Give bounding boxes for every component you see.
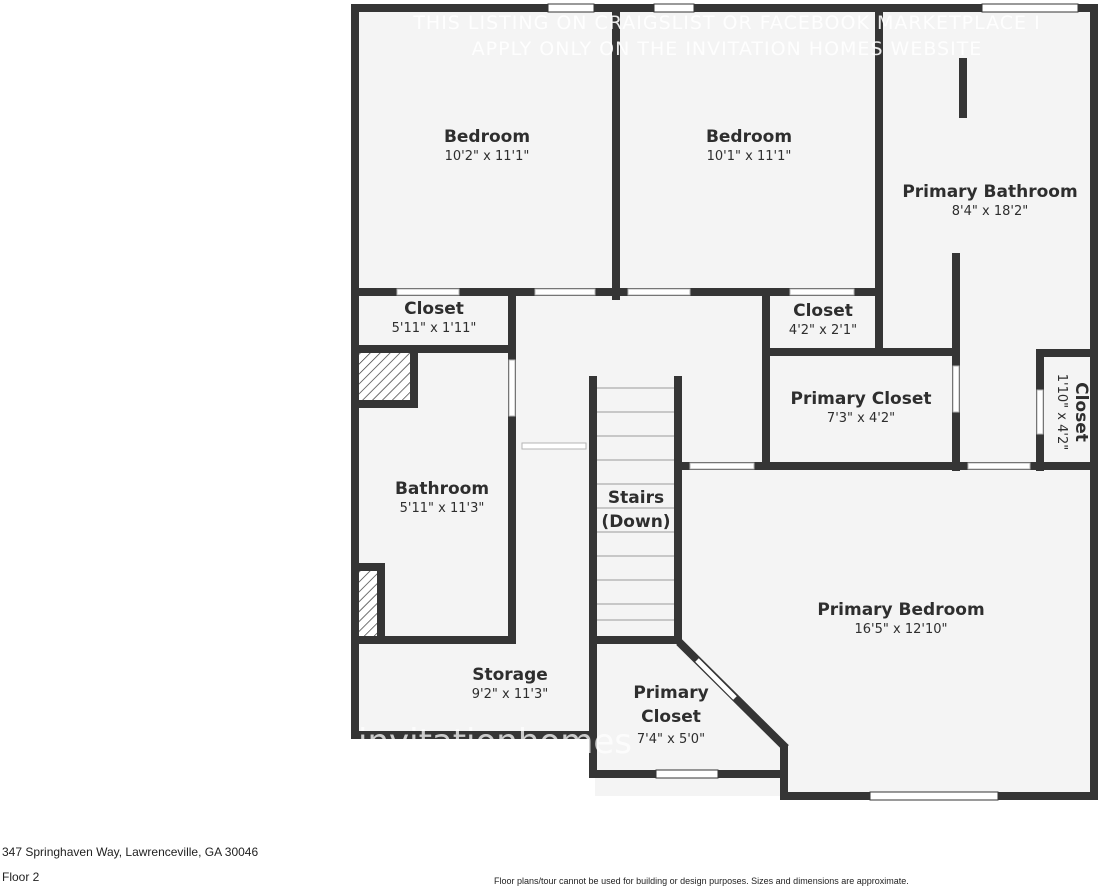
floor-label: Floor 2	[2, 870, 40, 884]
room-stairs: Stairs (Down)	[601, 487, 670, 533]
room-name: Primary Closet	[790, 389, 932, 409]
room-primary-closet-1: Primary Closet 7'3" x 4'2"	[791, 388, 932, 428]
hatched-chase	[359, 353, 410, 636]
address: 347 Springhaven Way, Lawrenceville, GA 3…	[2, 845, 259, 859]
room-dims: 16'5" x 12'10"	[854, 622, 948, 637]
room-primary-bedroom: Primary Bedroom 16'5" x 12'10"	[817, 599, 984, 639]
room-dims: 8'4" x 18'2"	[951, 204, 1029, 219]
room-name: Stairs	[607, 488, 665, 508]
room-dims: 9'2" x 11'3"	[471, 687, 549, 702]
room-name: Bedroom	[443, 127, 531, 147]
room-bedroom-2: Bedroom 10'1" x 11'1"	[706, 126, 792, 166]
room-name: Storage	[472, 665, 548, 685]
room-name: Closet	[641, 707, 701, 727]
door-openings	[396, 288, 1044, 470]
room-dims: 5'11" x 1'11"	[391, 321, 477, 336]
room-closet-1: Closet 5'11" x 1'11"	[392, 298, 477, 338]
room-name: Closet	[1071, 382, 1091, 442]
room-primary-closet-2: Primary Closet 7'4" x 5'0"	[633, 682, 708, 749]
room-name: Closet	[404, 299, 464, 319]
room-name: (Down)	[601, 512, 671, 532]
room-dims: 10'2" x 11'1"	[444, 149, 530, 164]
room-name: Bathroom	[394, 479, 490, 499]
room-name: Bedroom	[705, 127, 793, 147]
room-dims: 1'10" x 4'2"	[1054, 373, 1069, 451]
room-dims: 4'2" x 2'1"	[788, 323, 858, 338]
room-name: Primary Bathroom	[902, 182, 1078, 202]
watermark-line-2: APPLY ONLY ON THE INVITATION HOMES WEBSI…	[471, 38, 983, 60]
room-dims: 7'3" x 4'2"	[826, 411, 896, 426]
room-closet-2: Closet 4'2" x 2'1"	[789, 300, 857, 340]
windows	[547, 3, 1079, 801]
room-primary-bathroom: Primary Bathroom 8'4" x 18'2"	[902, 181, 1077, 221]
room-closet-3: Closet 1'10" x 4'2"	[1052, 357, 1092, 467]
room-name: Primary Bedroom	[817, 600, 985, 620]
stair-treads	[597, 387, 674, 621]
disclaimer: Floor plans/tour cannot be used for buil…	[494, 876, 909, 886]
room-name: Closet	[793, 301, 853, 321]
room-dims: 10'1" x 11'1"	[706, 149, 792, 164]
room-dims: 7'4" x 5'0"	[636, 732, 706, 747]
room-name: Primary	[633, 683, 709, 703]
room-dims: 5'11" x 11'3"	[399, 501, 485, 516]
room-storage: Storage 9'2" x 11'3"	[472, 664, 548, 704]
door-diagonal	[695, 658, 737, 700]
room-bathroom: Bathroom 5'11" x 11'3"	[395, 478, 489, 518]
watermark-brand: invitationhomes	[358, 722, 632, 762]
watermark-line-1: THIS LISTING ON CRAIGSLIST OR FACEBOOK M…	[413, 12, 1041, 34]
room-bedroom-1: Bedroom 10'2" x 11'1"	[444, 126, 530, 166]
